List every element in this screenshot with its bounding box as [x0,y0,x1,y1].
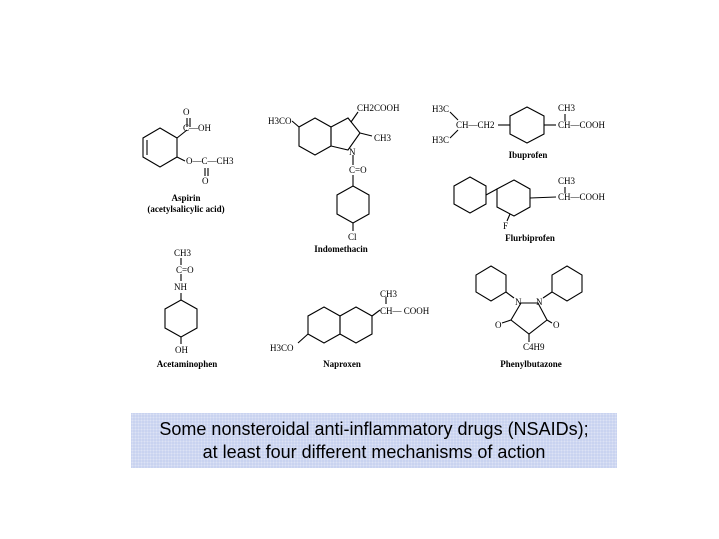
indomethacin-bond [350,111,359,123]
ibuprofen-bond [449,129,459,139]
flurbiprofen-structure: CH3 CH—COOH F Flurbiprofen [453,176,606,243]
ibuprofen-bond [449,111,459,121]
acetaminophen-nh-label: NH [174,282,187,292]
naproxen-h3co-label: H3CO [270,343,294,353]
flurbiprofen-bond [485,188,498,196]
acetaminophen-oh-label: OH [175,345,188,355]
aspirin-name: Aspirin [171,193,200,203]
indomethacin-name: Indomethacin [314,244,368,254]
naproxen-ch3-label: CH3 [380,289,398,299]
phenylbutazone-right-phenyl-ring [551,265,583,302]
indomethacin-ch2cooh-label: CH2COOH [357,103,400,113]
indomethacin-carbonyl-label: C=O [349,165,367,175]
indomethacin-ch3-label: CH3 [374,133,392,143]
flurbiprofen-f-label: F [503,221,508,231]
ibuprofen-ch3-label: CH3 [558,103,576,113]
flurbiprofen-ch3-label: CH3 [558,176,576,186]
flurbiprofen-phenyl-ring [453,176,487,214]
phenylbutazone-structure: N N O O C4H9 Phenylbutazone [475,265,583,369]
phenylbutazone-bond [546,319,553,324]
flurbiprofen-ch-cooh-label: CH—COOH [558,192,606,202]
aspirin-carbonyl-oxygen: O [183,107,190,117]
phenylbutazone-c4h9-label: C4H9 [523,342,545,352]
ibuprofen-name: Ibuprofen [509,150,548,160]
phenylbutazone-bond [501,319,512,324]
flurbiprofen-bond [529,196,557,199]
phenylbutazone-name: Phenylbutazone [500,359,562,369]
aspirin-subname: (acetylsalicylic acid) [147,204,224,214]
caption-box: Some nonsteroidal anti-inflammatory drug… [131,413,617,468]
aspirin-ester-oxygen: O [202,176,209,186]
indomethacin-cl-label: Cl [348,232,357,242]
caption-line-1: Some nonsteroidal anti-inflammatory drug… [159,418,589,439]
indomethacin-h3co-label: H3CO [268,116,292,126]
phenylbutazone-bond [505,291,515,299]
phenylbutazone-o-right-label: O [553,320,560,330]
ibuprofen-structure: H3C H3C CH—CH2 CH3 CH—COOH Ibuprofen [432,103,606,160]
naproxen-bond [297,333,309,344]
naproxen-left-ring [307,306,341,344]
phenylbutazone-o-left-label: O [495,320,502,330]
acetaminophen-ch3-label: CH3 [174,248,192,258]
acetaminophen-carbonyl-label: C=O [176,265,194,275]
aspirin-bond [176,156,186,162]
naproxen-ch-cooh-label: CH— COOH [380,306,430,316]
indomethacin-benzene-ring [298,117,332,156]
acetaminophen-name: Acetaminophen [157,359,218,369]
ibuprofen-ch-ch2-label: CH—CH2 [456,120,495,130]
phenylbutazone-left-phenyl-ring [475,265,507,302]
aspirin-ester-label: O—C—CH3 [186,156,234,166]
ibuprofen-h3c-top-label: H3C [432,104,449,114]
phenylbutazone-pyrazolidine-ring [510,302,548,335]
indomethacin-n-label: N [349,147,356,157]
acetaminophen-structure: CH3 C=O NH OH Acetaminophen [157,248,218,369]
phenylbutazone-n2-label: N [536,297,543,307]
ibuprofen-h3c-bottom-label: H3C [432,135,449,145]
caption-line-2: at least four different mechanisms of ac… [202,441,546,462]
indomethacin-structure: CH2COOH H3CO CH3 N C=O Cl Indomethacin [268,103,400,254]
indomethacin-bond [291,120,300,128]
naproxen-name: Naproxen [323,359,361,369]
naproxen-structure: CH3 CH— COOH H3CO Naproxen [270,289,430,369]
naproxen-bond [371,309,381,317]
aspirin-benzene-ring [142,127,178,168]
phenylbutazone-bond [542,291,553,299]
ibuprofen-ch-cooh-label: CH—COOH [558,120,606,130]
flurbiprofen-name: Flurbiprofen [505,233,555,243]
naproxen-right-ring [339,306,373,344]
indomethacin-chlorophenyl-ring [336,185,370,224]
aspirin-carboxyl-label: C—OH [183,123,212,133]
aspirin-structure: O C—OH O—C—CH3 O Aspirin (acetylsalicyli… [142,107,234,214]
ibuprofen-benzene-ring [509,106,545,144]
flurbiprofen-bond [506,213,511,222]
flurbiprofen-fluorophenyl-ring [496,179,531,217]
phenylbutazone-n1-label: N [515,297,522,307]
indomethacin-pyrrole-ring [330,117,361,151]
acetaminophen-benzene-ring [164,299,198,338]
indomethacin-bond [359,132,373,137]
nsaid-structures-figure: O C—OH O—C—CH3 O Aspirin (acetylsalicyli… [142,103,606,369]
aspirin-bond [176,129,188,139]
